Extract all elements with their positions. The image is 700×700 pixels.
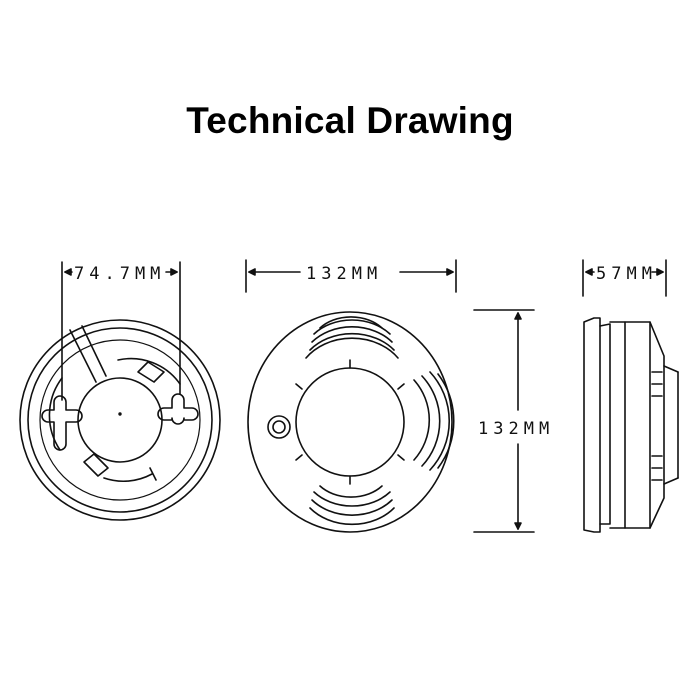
base-view <box>19 261 221 521</box>
front-led-inner <box>272 420 286 434</box>
front-view <box>245 259 535 533</box>
dim-front-height: 132MM <box>478 419 554 439</box>
base-arc-top <box>117 357 181 385</box>
base-keyhole-right <box>157 393 199 425</box>
base-arc-left <box>48 377 63 451</box>
dim-front-width: 132MM <box>306 264 382 284</box>
front-vent-bottom <box>313 491 391 507</box>
base-arc-bottom <box>103 473 153 483</box>
dim-side-depth: 57MM <box>596 264 657 284</box>
base-center-hole <box>77 377 163 463</box>
base-keyhole-left <box>41 395 83 451</box>
base-rib <box>69 325 107 383</box>
base-tick <box>149 467 157 481</box>
side-base-plate <box>583 317 601 533</box>
front-vent-right <box>413 379 431 461</box>
side-view <box>582 259 679 533</box>
front-led-outer <box>267 415 291 439</box>
base-outer-ring <box>19 319 221 521</box>
front-outer-ring <box>247 311 453 533</box>
side-body <box>609 321 665 529</box>
dim-base-mount: 74.7MM <box>74 264 165 284</box>
base-clip-bottom <box>83 453 109 477</box>
front-center-lens <box>295 367 405 477</box>
page-title: Technical Drawing <box>186 100 514 141</box>
base-inner-ring <box>27 327 213 513</box>
base-center-mark <box>118 412 122 416</box>
base-mount-ring <box>39 339 201 501</box>
base-clip-top <box>137 361 165 383</box>
